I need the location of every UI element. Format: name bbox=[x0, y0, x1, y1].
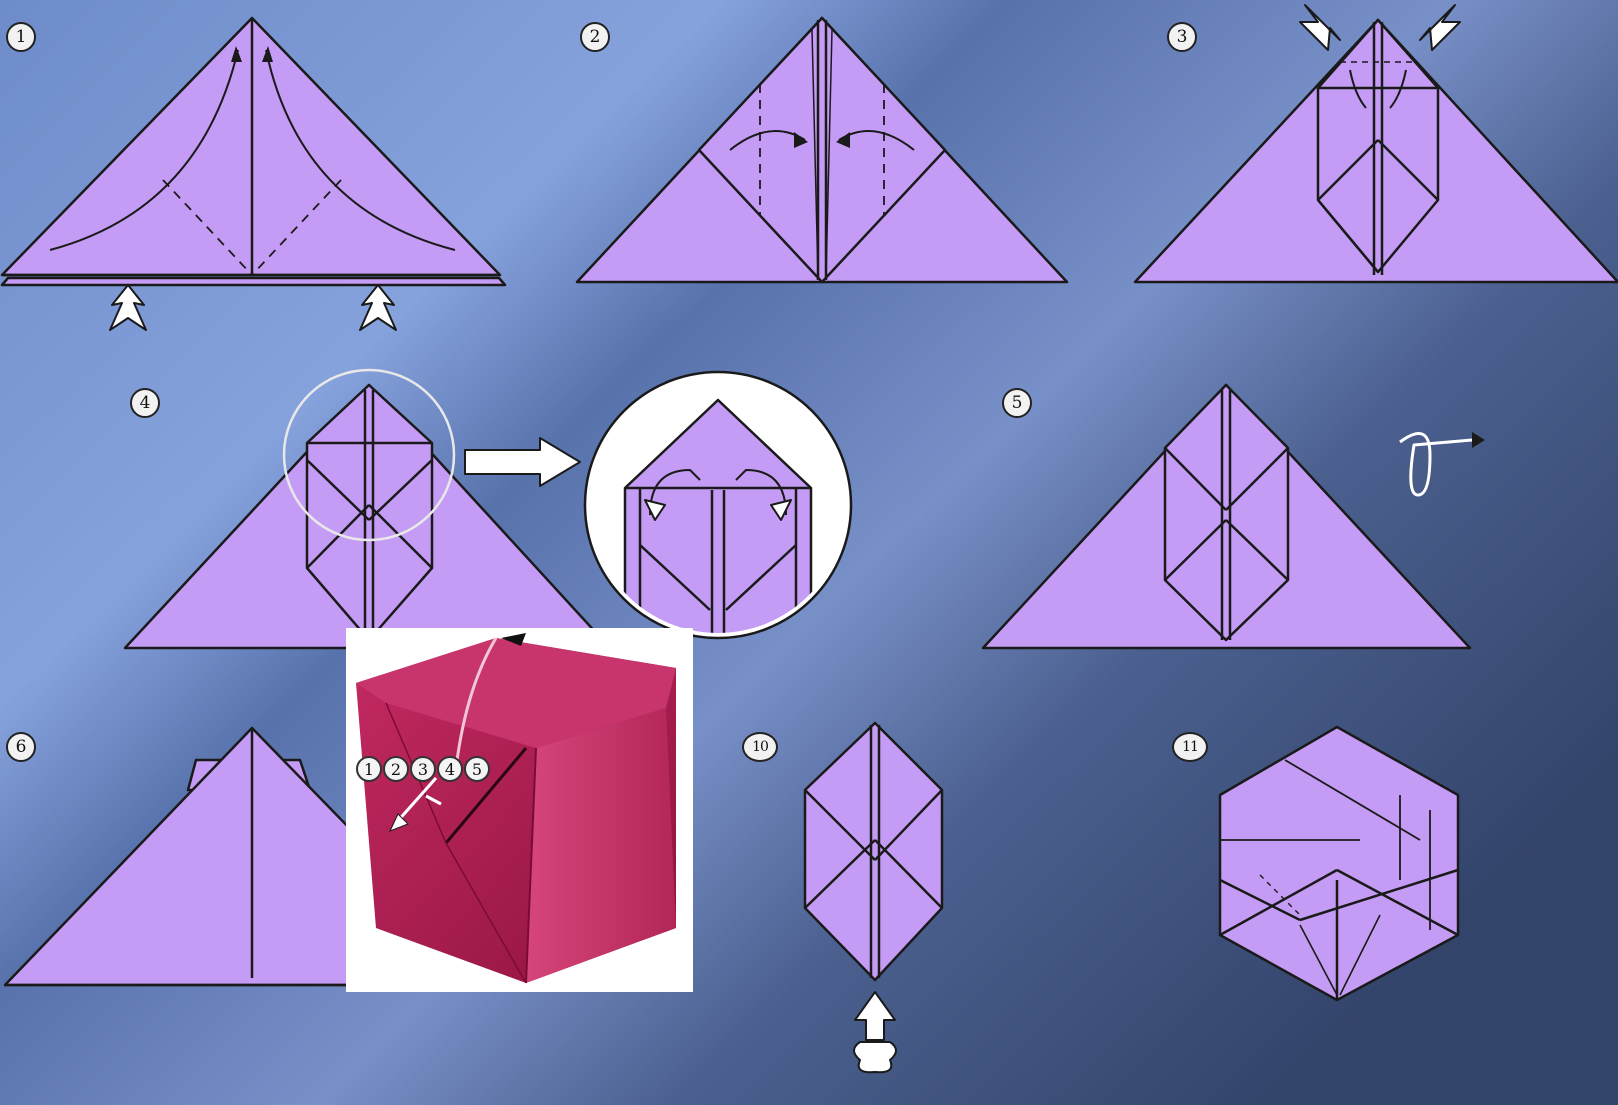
step-4-detail-circle bbox=[585, 372, 851, 640]
step-5-diagram bbox=[983, 385, 1485, 648]
step-10-number: 10 bbox=[742, 732, 778, 762]
step-3-diagram bbox=[1135, 5, 1618, 282]
step-11-diagram bbox=[1220, 727, 1458, 1000]
step-1-diagram bbox=[2, 18, 505, 330]
step-3-number: 3 bbox=[1167, 22, 1197, 52]
red-paper-cube-image bbox=[346, 628, 693, 992]
step-2-diagram bbox=[577, 18, 1067, 282]
step-4-diagram bbox=[125, 370, 610, 648]
step-11-number: 11 bbox=[1172, 732, 1208, 762]
step-6-number: 6 bbox=[6, 732, 36, 762]
photo-sequence-3: 3 bbox=[410, 756, 436, 782]
step-1-number: 1 bbox=[6, 22, 36, 52]
step-4-number: 4 bbox=[130, 388, 160, 418]
photo-sequence-2: 2 bbox=[383, 756, 409, 782]
step-2-number: 2 bbox=[580, 22, 610, 52]
photo-sequence-1: 1 bbox=[356, 756, 382, 782]
photo-sequence-5: 5 bbox=[464, 756, 490, 782]
photo-sequence-4: 4 bbox=[437, 756, 463, 782]
step-10-diagram bbox=[805, 723, 942, 1072]
finished-cube-photo: 1 2 3 4 5 bbox=[346, 628, 693, 992]
step-5-number: 5 bbox=[1002, 388, 1032, 418]
